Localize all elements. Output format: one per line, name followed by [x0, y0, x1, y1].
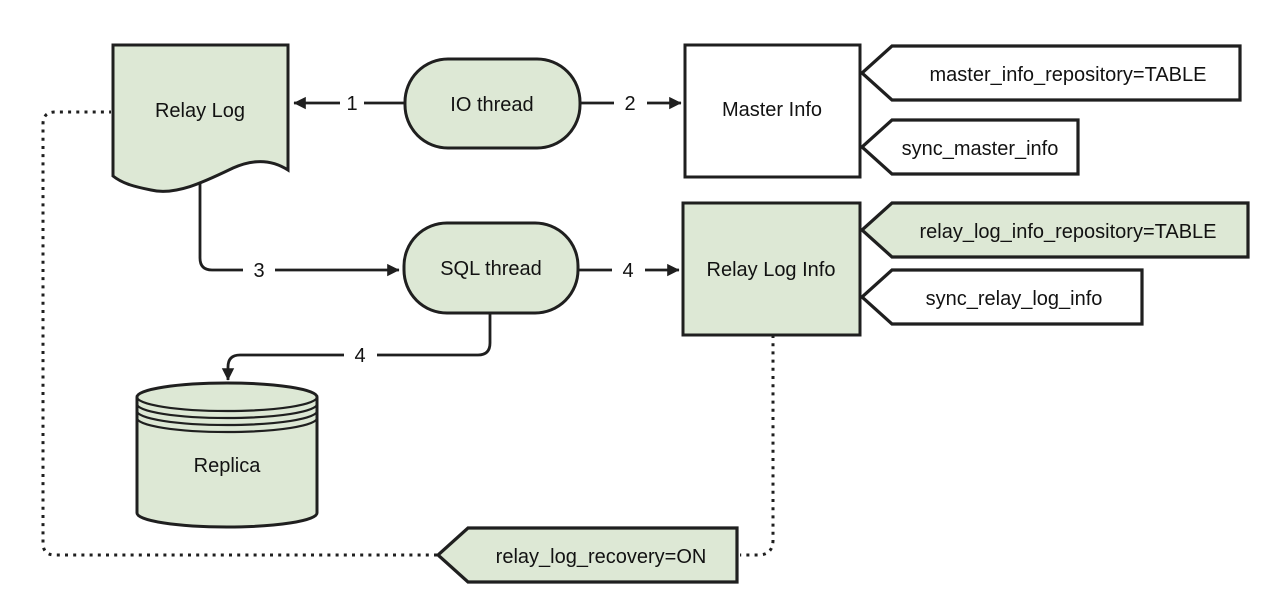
banner-sync-master-info-label: sync_master_info — [902, 138, 1059, 160]
banner-relay-log-recovery — [435, 526, 739, 584]
relay-log-label: Relay Log — [155, 100, 245, 122]
dotted-path-relay-log-info-to-recovery — [740, 335, 775, 557]
edges — [198, 96, 682, 381]
banner-master-info-repository-label: master_info_repository=TABLE — [930, 64, 1207, 86]
banner-relay-log-info-repository-label: relay_log_info_repository=TABLE — [919, 221, 1216, 243]
replica-node: Replica — [135, 381, 319, 529]
banner-sync-relay-log-info — [859, 268, 1144, 326]
master-info-label: Master Info — [722, 99, 822, 121]
master-info-node — [683, 43, 862, 179]
dotted-path-recovery-to-relay-log — [41, 110, 437, 557]
banner-sync-relay-log-info-label: sync_relay_log_info — [926, 288, 1103, 310]
replica-cylinder-body — [135, 381, 319, 529]
io-thread-node — [403, 57, 582, 150]
banner-sync-master-info — [859, 118, 1080, 176]
relay-log-node — [111, 43, 290, 193]
io-thread-label: IO thread — [450, 94, 533, 116]
banner-master-info-repository — [859, 44, 1242, 102]
edge-label-1: 1 — [346, 93, 357, 115]
banner-relay-log-recovery-label: relay_log_recovery=ON — [496, 546, 707, 568]
edge-relay-log-to-sql-tail — [198, 174, 243, 272]
replica-cylinder-line-2 — [135, 410, 319, 427]
banner-relay-log-info-repository — [859, 201, 1250, 259]
replica-cylinder-line-3 — [135, 417, 319, 434]
config-banners: master_info_repository=TABLE sync_master… — [435, 44, 1250, 584]
edge-number-labels: 1 2 3 4 4 — [253, 93, 635, 367]
edge-label-2: 2 — [624, 93, 635, 115]
edge-label-4a: 4 — [622, 260, 633, 282]
replica-label: Replica — [194, 455, 262, 477]
edge-sql-to-replica-tail — [377, 313, 492, 357]
edge-label-3: 3 — [253, 260, 264, 282]
sql-thread-label: SQL thread — [440, 258, 542, 280]
edge-label-4b: 4 — [354, 345, 365, 367]
relay-log-info-label: Relay Log Info — [707, 259, 836, 281]
sql-thread-node — [402, 221, 580, 315]
edge-sql-to-replica-head — [221, 353, 344, 381]
relay-log-info-node — [681, 201, 862, 337]
replica-cylinder-rim — [135, 396, 319, 413]
replica-cylinder-line-1 — [135, 403, 319, 420]
